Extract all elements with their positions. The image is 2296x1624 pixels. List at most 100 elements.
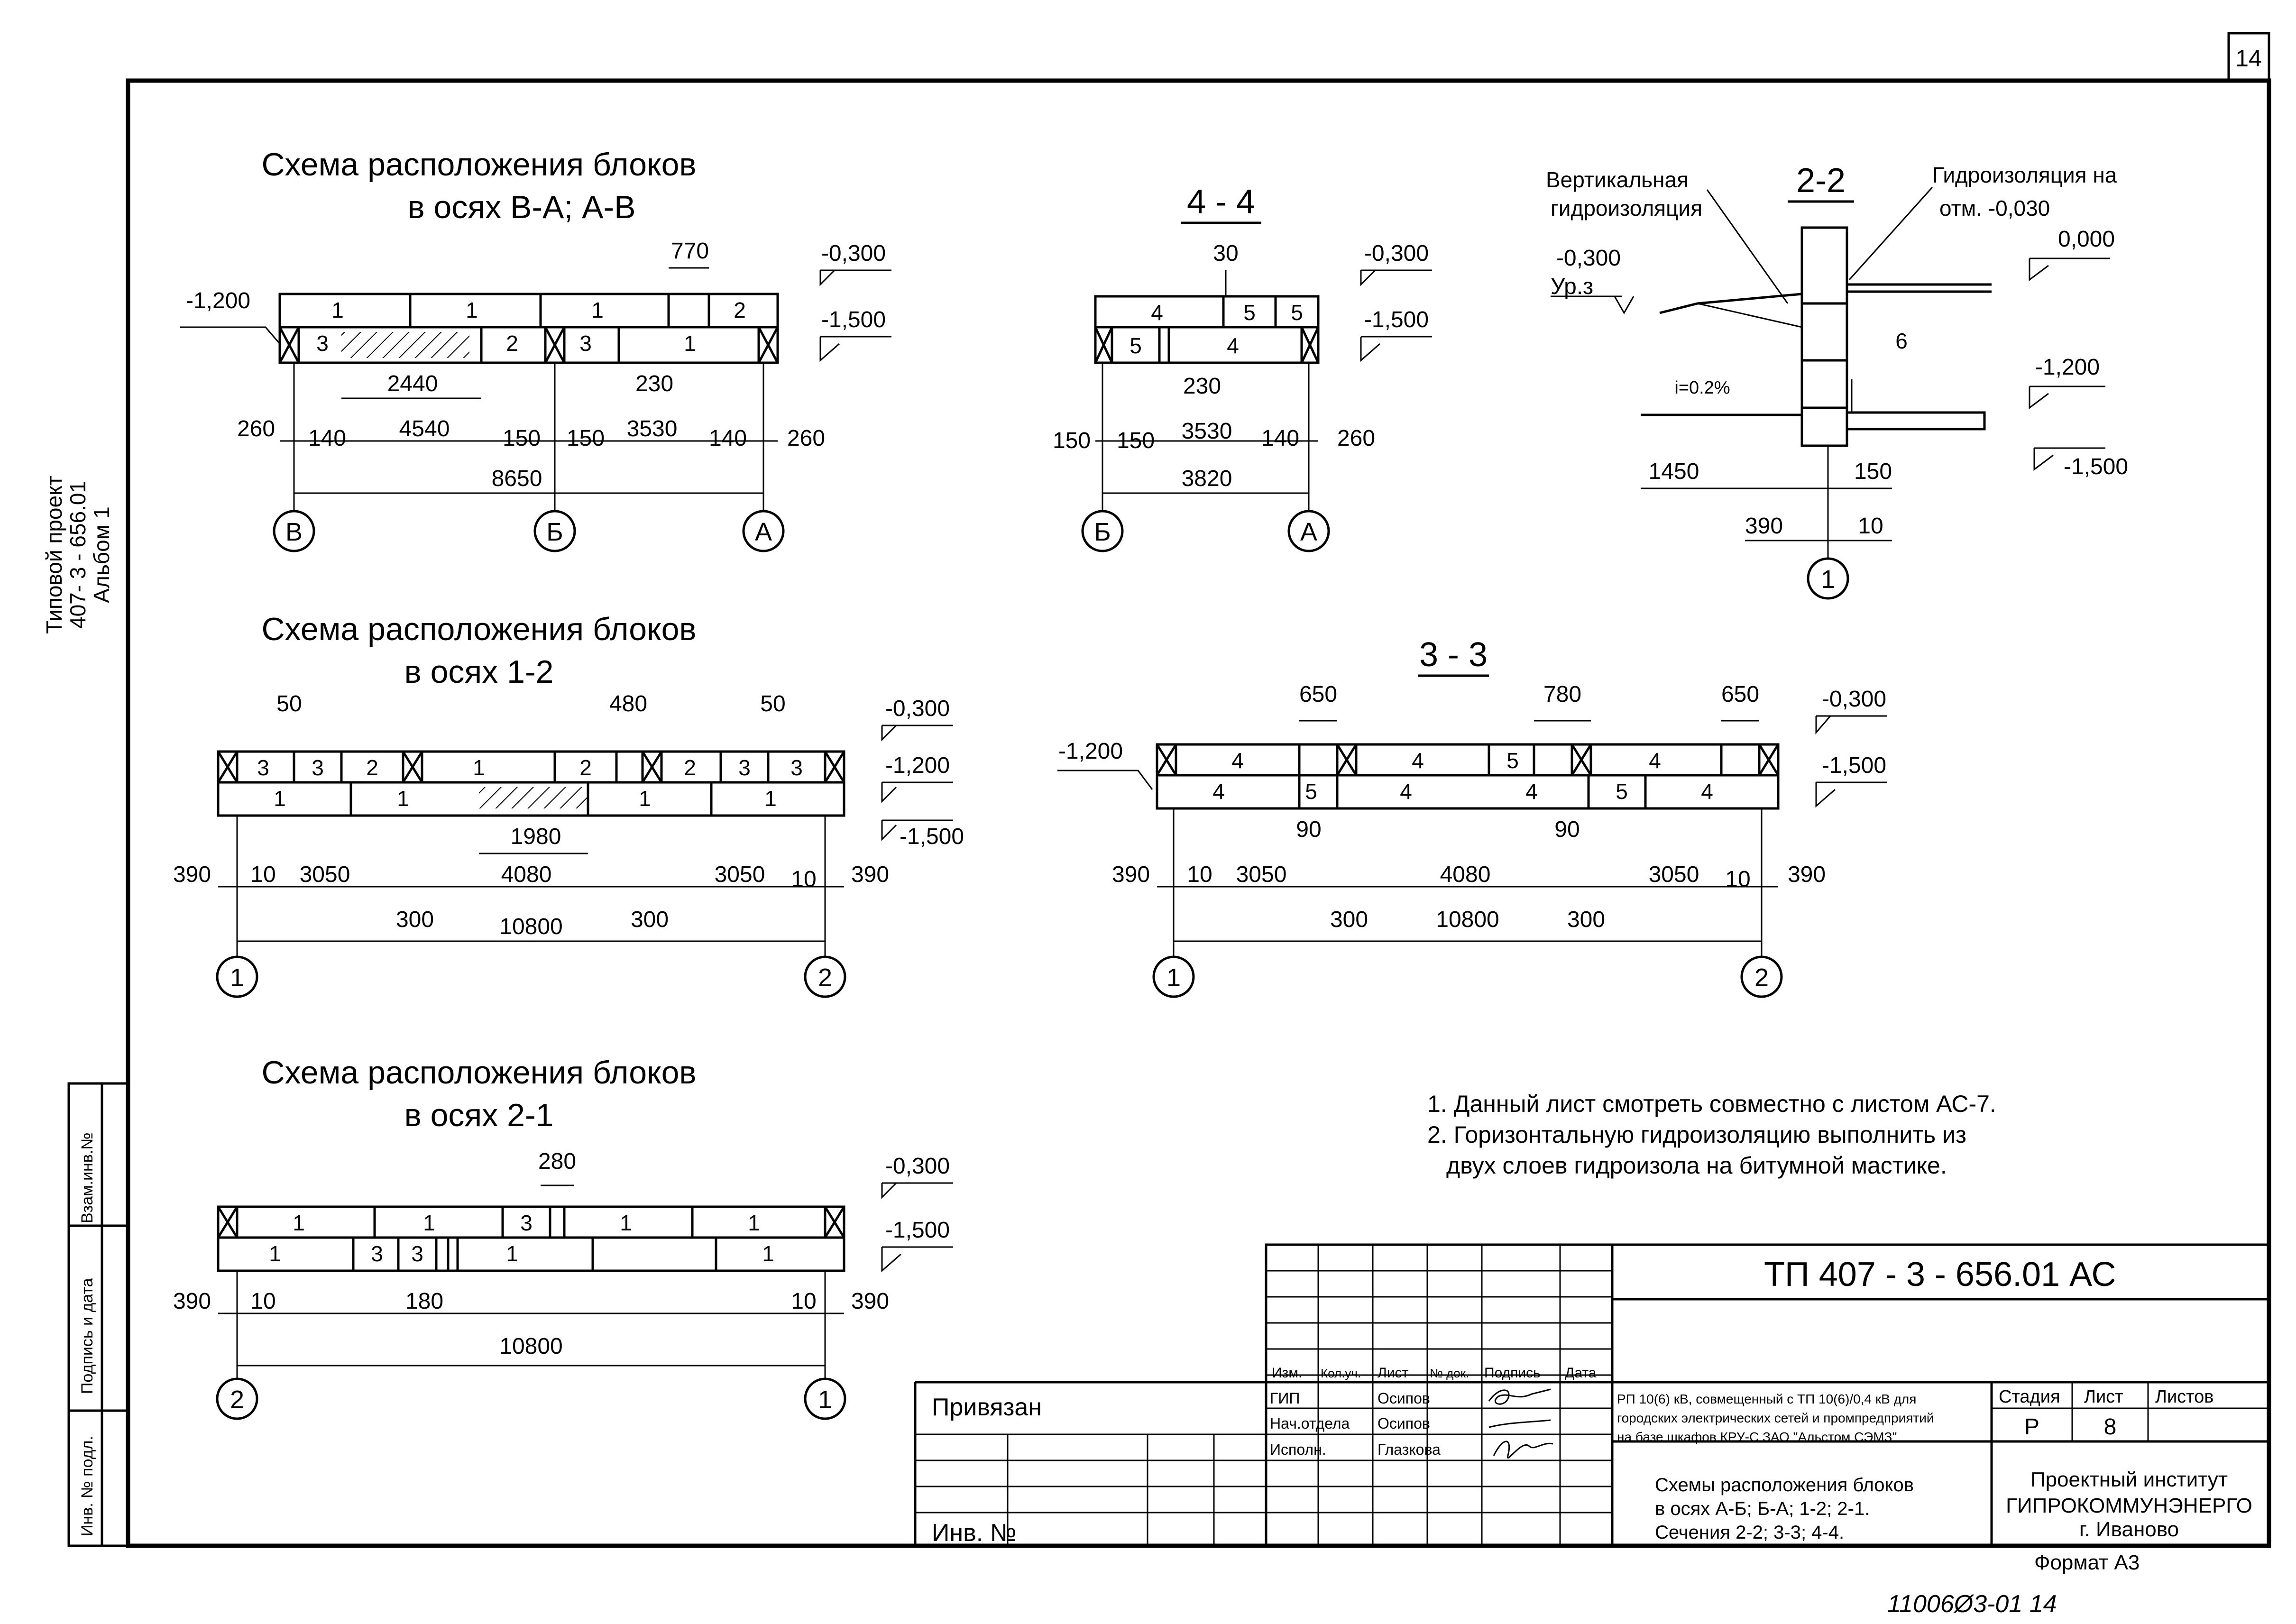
svg-text:2440: 2440: [387, 371, 438, 396]
svg-text:3530: 3530: [627, 416, 678, 441]
title-block: Привязан Инв. № Изм. Кол.уч. Лист № док.…: [914, 1243, 2270, 1547]
svg-text:3050: 3050: [300, 862, 350, 887]
svg-text:Вертикальная: Вертикальная: [1546, 167, 1689, 192]
svg-text:-1,200: -1,200: [186, 288, 250, 313]
svg-text:5: 5: [1616, 779, 1628, 804]
svg-text:3: 3: [579, 331, 592, 356]
svg-text:5: 5: [1506, 748, 1519, 773]
svg-text:Стадия: Стадия: [1999, 1387, 2060, 1407]
svg-text:2: 2: [1754, 963, 1769, 992]
svg-text:Схемы расположения блоков: Схемы расположения блоков: [1655, 1475, 1914, 1496]
svg-text:Кол.уч.: Кол.уч.: [1321, 1366, 1361, 1380]
section-3-3: 3 - 3 4 4 5 4 4 5 4 4 5 4 650 780 650: [1057, 636, 1887, 998]
svg-text:1: 1: [639, 786, 651, 811]
svg-text:10: 10: [791, 1289, 816, 1314]
signature-glazkova: [1493, 1440, 1553, 1459]
svg-text:2. Горизонтальную гидроизоляци: 2. Горизонтальную гидроизоляцию выполнит…: [1427, 1121, 1966, 1148]
svg-text:Нач.отдела: Нач.отдела: [1270, 1415, 1350, 1432]
svg-text:1. Данный лист смотреть совмес: 1. Данный лист смотреть совместно с лист…: [1427, 1091, 1996, 1117]
svg-text:150: 150: [1117, 428, 1155, 453]
svg-text:городских электрических сетей: городских электрических сетей и промпред…: [1617, 1411, 1934, 1425]
svg-text:1: 1: [331, 298, 344, 322]
svg-text:150: 150: [1053, 428, 1091, 453]
svg-text:390: 390: [851, 1289, 889, 1314]
svg-text:1450: 1450: [1649, 459, 1699, 484]
svg-text:260: 260: [237, 416, 275, 441]
svg-text:50: 50: [760, 691, 785, 716]
scheme-axes-2-1: Схема расположения блоков в осях 2-1 1 1…: [173, 1055, 953, 1420]
svg-text:150: 150: [567, 426, 605, 451]
svg-text:№ док.: № док.: [1430, 1366, 1469, 1380]
svg-text:230: 230: [1183, 374, 1221, 399]
svg-text:-1,500: -1,500: [1822, 753, 1886, 778]
svg-text:390: 390: [173, 1289, 211, 1314]
svg-text:180: 180: [405, 1289, 443, 1314]
svg-text:4: 4: [1525, 779, 1538, 804]
svg-text:3820: 3820: [1182, 466, 1232, 491]
svg-text:1: 1: [620, 1211, 632, 1235]
side-fields: Взам.инв.№ Подпись и дата Инв. № подл.: [67, 1082, 129, 1547]
svg-text:-1,500: -1,500: [1364, 307, 1429, 332]
svg-text:1: 1: [397, 786, 409, 811]
svg-text:2: 2: [734, 298, 746, 322]
svg-text:Альбом 1: Альбом 1: [89, 506, 114, 603]
svg-text:4: 4: [1400, 779, 1412, 804]
svg-text:1: 1: [1166, 963, 1181, 992]
svg-text:140: 140: [1261, 426, 1299, 451]
sheet-number-box: [2227, 32, 2270, 82]
svg-text:1: 1: [762, 1241, 774, 1266]
svg-text:-1,500: -1,500: [885, 1218, 950, 1243]
svg-text:Р: Р: [2024, 1414, 2039, 1440]
svg-text:Ур.з: Ур.з: [1551, 274, 1593, 299]
svg-text:650: 650: [1299, 682, 1337, 707]
svg-text:Взам.инв.№: Взам.инв.№: [78, 1132, 96, 1223]
svg-text:0,000: 0,000: [2058, 227, 2115, 252]
svg-text:2: 2: [230, 1385, 244, 1414]
svg-text:Гидроизоляция на: Гидроизоляция на: [1932, 163, 2117, 187]
svg-text:А: А: [1300, 518, 1317, 546]
svg-text:4: 4: [1412, 748, 1424, 773]
scheme-1-2-title: Схема расположения блоков: [261, 611, 696, 647]
svg-text:ГИПРОКОММУНЭНЕРГО: ГИПРОКОММУНЭНЕРГО: [2006, 1494, 2252, 1517]
svg-text:3: 3: [790, 755, 803, 780]
scheme-2-1-subtitle: в осях 2-1: [404, 1097, 554, 1133]
svg-text:i=0.2%: i=0.2%: [1674, 378, 1730, 398]
handwritten-inventory: 11006Ø3-01 14: [1887, 1590, 2057, 1618]
svg-text:3530: 3530: [1182, 419, 1232, 444]
svg-text:1: 1: [764, 786, 777, 811]
svg-text:2: 2: [818, 963, 832, 992]
svg-text:150: 150: [1854, 459, 1892, 484]
svg-text:в осях А-Б; Б-А; 1-2; 2-1.: в осях А-Б; Б-А; 1-2; 2-1.: [1655, 1498, 1870, 1519]
svg-text:300: 300: [631, 907, 669, 932]
svg-text:1: 1: [274, 786, 286, 811]
svg-text:390: 390: [1112, 862, 1150, 887]
svg-text:10: 10: [791, 867, 816, 892]
svg-text:150: 150: [503, 426, 541, 451]
svg-text:А: А: [755, 518, 772, 546]
signature-osipov: [1488, 1388, 1551, 1405]
svg-text:4: 4: [1701, 779, 1713, 804]
svg-text:300: 300: [1330, 907, 1368, 932]
svg-text:Инв. №: Инв. №: [932, 1519, 1016, 1547]
svg-text:Осипов: Осипов: [1378, 1390, 1430, 1407]
svg-text:10800: 10800: [1436, 907, 1499, 932]
svg-text:-0,300: -0,300: [1822, 687, 1886, 712]
svg-text:3: 3: [312, 755, 324, 780]
svg-text:Лист: Лист: [1378, 1365, 1408, 1381]
svg-text:4: 4: [1212, 779, 1225, 804]
svg-text:Б: Б: [1094, 518, 1111, 546]
svg-text:90: 90: [1296, 817, 1321, 842]
side-stamp: Типовой проект 407- 3 - 656.01 Альбом 1: [42, 476, 114, 634]
svg-text:1: 1: [506, 1241, 518, 1266]
svg-text:-0,300: -0,300: [885, 696, 950, 721]
section-4-4: 4 - 4 4 5 5 5 4 30 -0,300 -1,500 230 150…: [1053, 183, 1432, 552]
svg-text:Изм.: Изм.: [1272, 1365, 1302, 1381]
svg-text:780: 780: [1543, 682, 1581, 707]
svg-text:Б: Б: [546, 518, 563, 546]
svg-text:5: 5: [1305, 779, 1317, 804]
svg-text:50: 50: [276, 691, 302, 716]
svg-text:В: В: [285, 518, 303, 546]
svg-text:260: 260: [1337, 426, 1375, 451]
svg-text:-1,500: -1,500: [2064, 454, 2128, 479]
